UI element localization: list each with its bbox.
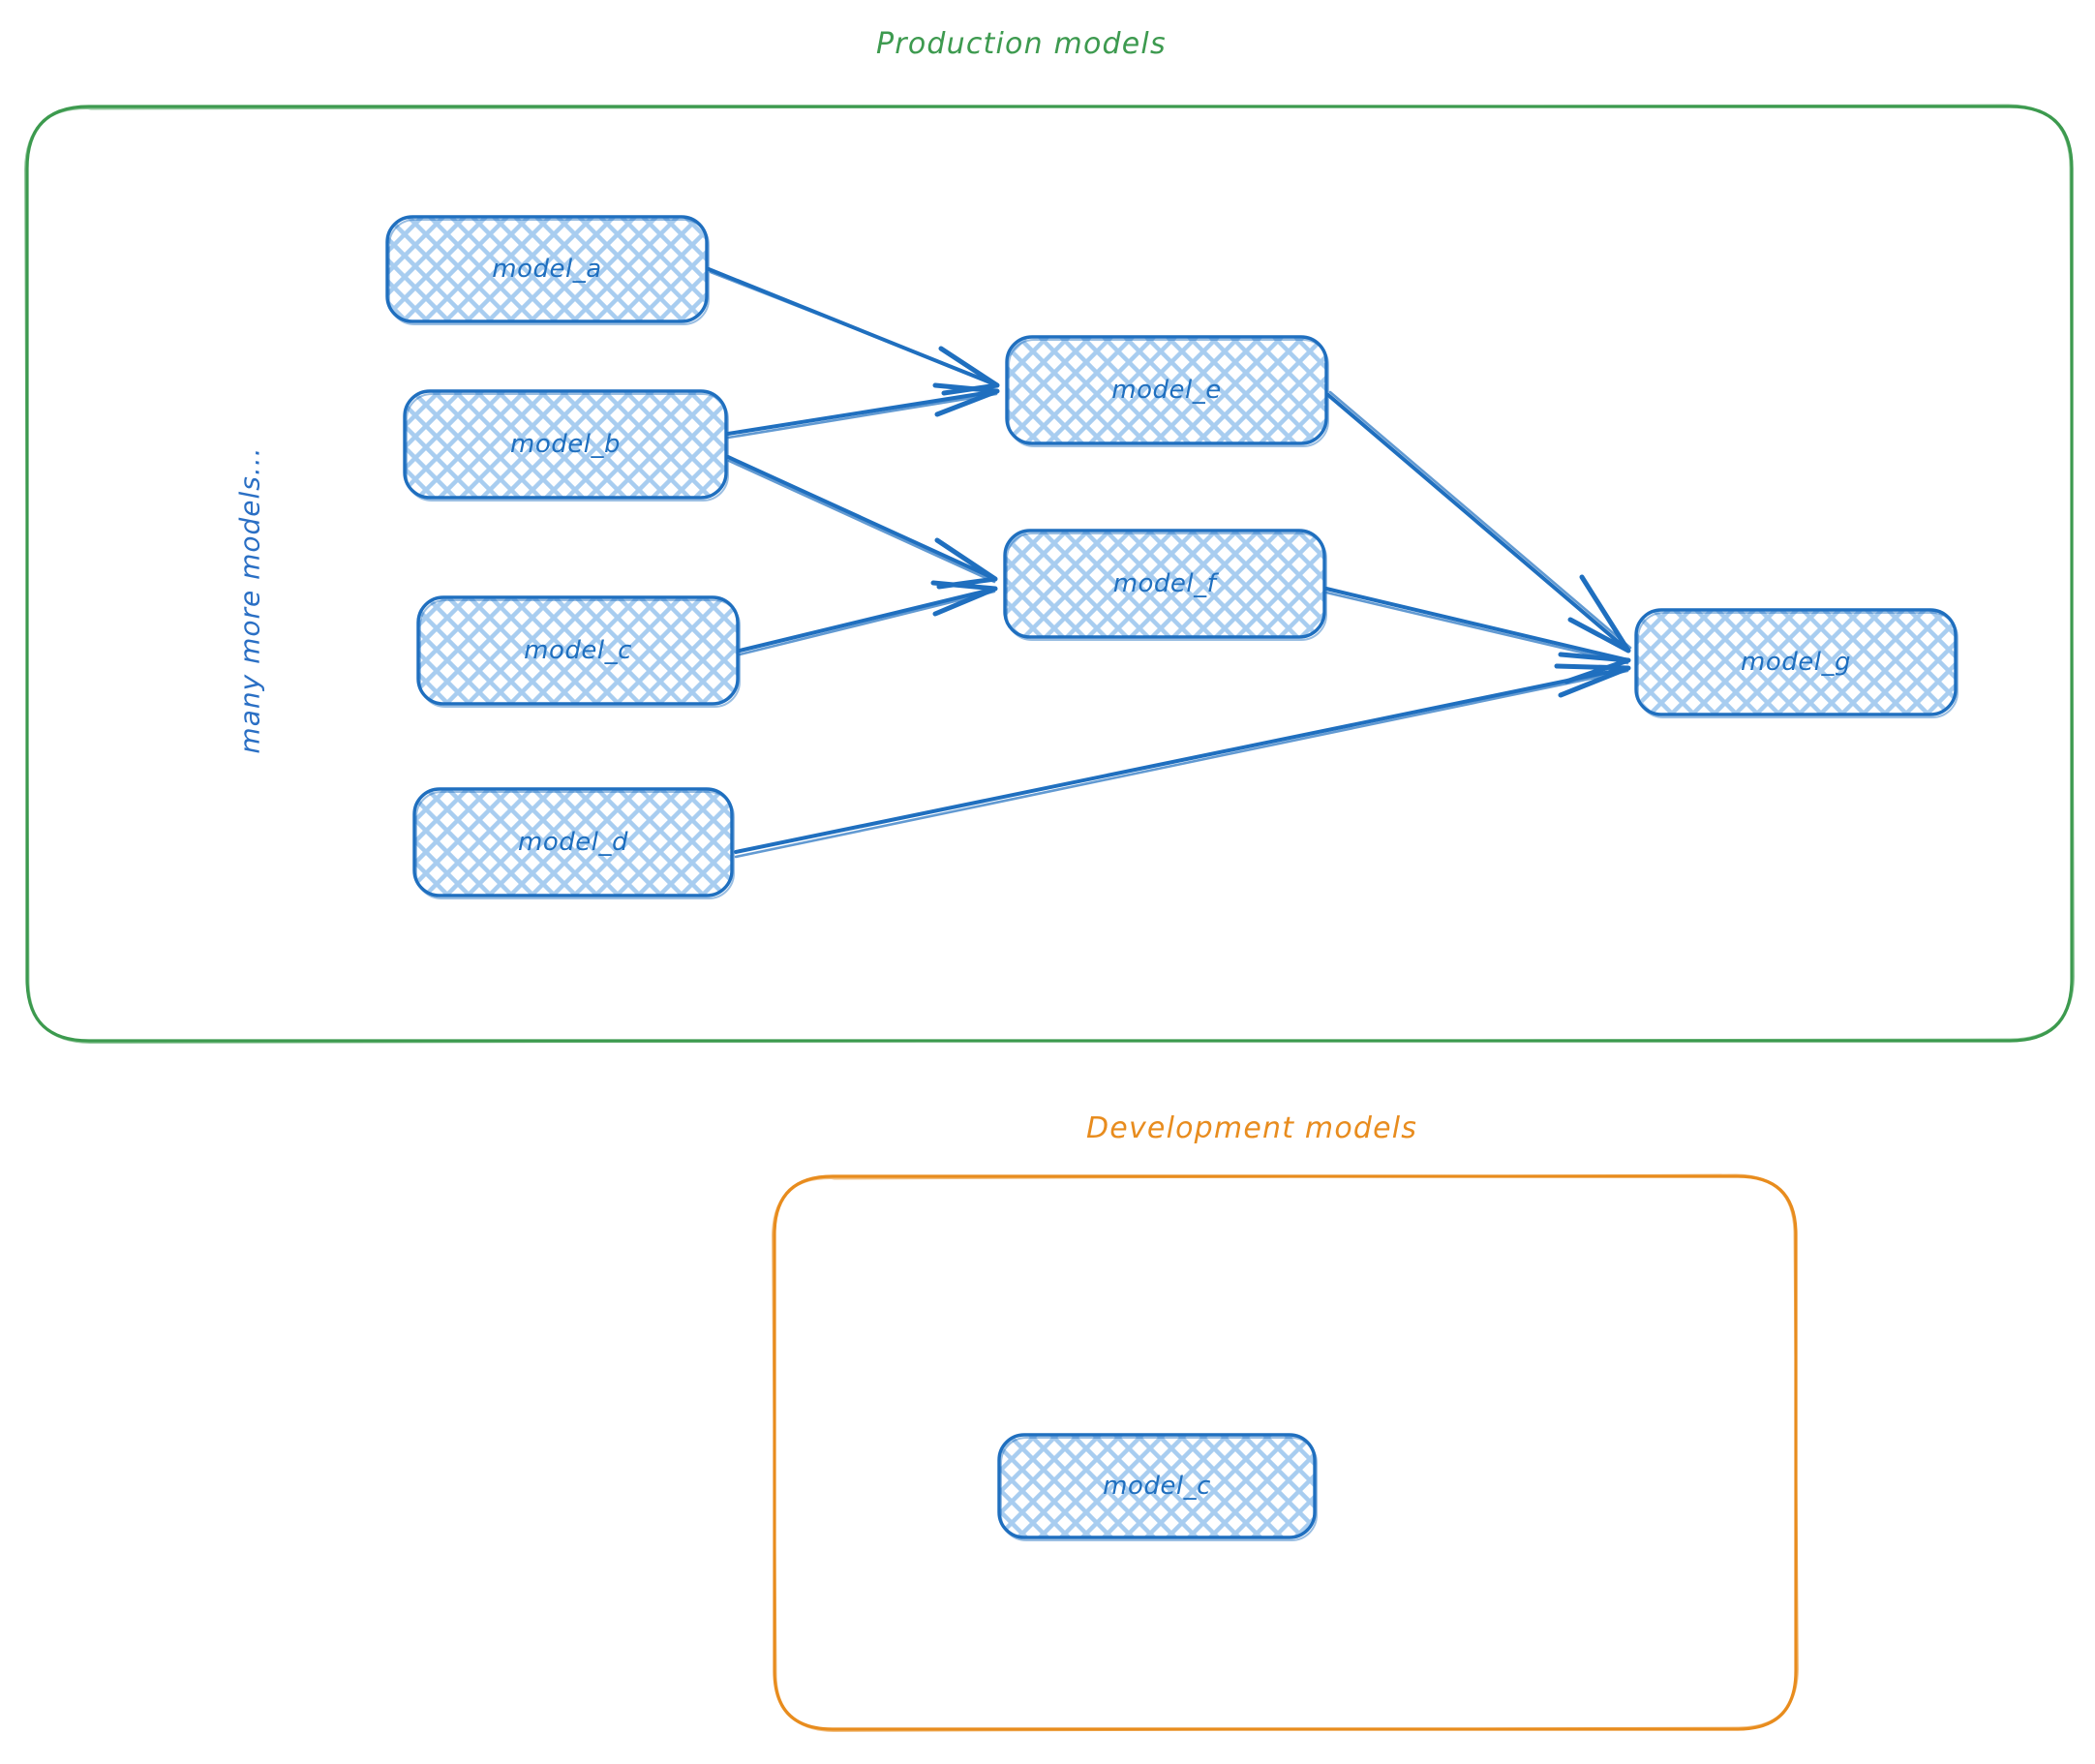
edge-b-to-e xyxy=(726,382,1000,440)
node-model_b[interactable] xyxy=(403,389,729,502)
edge-c-to-f xyxy=(738,580,998,656)
node-label-model_c-production: model_c xyxy=(524,636,632,665)
node-model_c-production[interactable] xyxy=(416,595,741,708)
container-production xyxy=(23,104,2076,1045)
edge-f-to-g xyxy=(1324,587,1631,684)
container-development xyxy=(771,1173,1800,1733)
many-more-models-note: many more models... xyxy=(233,446,266,754)
development-container-label: Development models xyxy=(1086,1111,1418,1145)
development-container-outline-sketch xyxy=(771,1173,1800,1733)
node-label-model_a: model_a xyxy=(492,255,602,284)
node-model_d[interactable] xyxy=(412,787,735,899)
nodes-group xyxy=(385,215,1958,1541)
node-model_g[interactable] xyxy=(1634,608,1958,718)
production-container-label: Production models xyxy=(876,27,1167,61)
edge-e-to-g xyxy=(1326,390,1632,654)
node-label-model_b: model_b xyxy=(510,430,621,459)
node-label-model_e: model_e xyxy=(1111,376,1222,405)
production-container-outline-sketch xyxy=(23,104,2076,1045)
edge-a-to-e xyxy=(707,267,1000,396)
node-label-model_f: model_f xyxy=(1112,569,1217,598)
edge-b-to-f xyxy=(726,455,998,590)
node-label-model_c-development: model_c xyxy=(1103,1472,1211,1501)
edge-d-to-g xyxy=(734,663,1631,859)
node-model_e[interactable] xyxy=(1005,335,1329,447)
node-label-model_d: model_d xyxy=(518,828,628,857)
edges-group xyxy=(707,267,1632,859)
node-label-model_g: model_g xyxy=(1741,648,1851,677)
node-model_f[interactable] xyxy=(1003,529,1327,641)
node-model_a[interactable] xyxy=(385,215,710,325)
node-model_c-development[interactable] xyxy=(997,1433,1318,1541)
